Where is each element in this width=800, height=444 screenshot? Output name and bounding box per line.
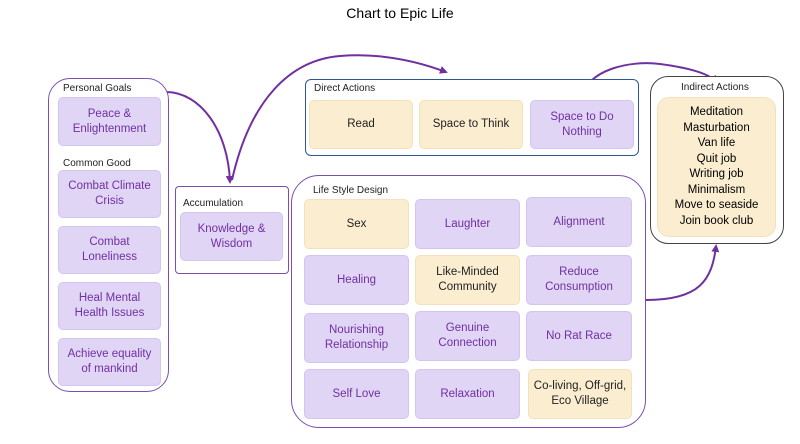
indirect-action-item: Meditation	[689, 106, 744, 118]
indirect-actions-card: Meditation Masturbation Van life Quit jo…	[657, 97, 776, 237]
indirect-actions-label: Indirect Actions	[681, 82, 749, 93]
life-style-card: Healing	[304, 255, 409, 305]
life-style-card: Alignment	[526, 197, 632, 247]
personal-goals-label: Personal Goals	[63, 83, 132, 94]
life-style-card: Like-Minded Community	[415, 255, 520, 305]
diagram-title: Chart to Epic Life	[346, 5, 454, 21]
arrow-lifestyle-to-indirect-actions	[645, 244, 720, 301]
life-style-card: Reduce Consumption	[526, 255, 632, 305]
direct-action-card: Space to Think	[419, 100, 523, 149]
direct-action-card: Read	[309, 100, 413, 149]
indirect-action-item: Van life	[697, 137, 736, 149]
indirect-action-item: Quit job	[696, 152, 737, 165]
common-good-label: Common Good	[63, 158, 131, 169]
indirect-action-item: Masturbation	[683, 121, 750, 134]
indirect-action-item: Writing job	[689, 168, 744, 180]
life-style-card: Nourishing Relationship	[304, 313, 409, 363]
accumulation-card: Knowledge & Wisdom	[180, 212, 283, 261]
life-style-card: Sex	[304, 199, 409, 249]
life-style-card: No Rat Race	[526, 311, 632, 361]
indirect-action-item: Join book club	[679, 214, 754, 227]
accumulation-label: Accumulation	[183, 198, 244, 209]
life-style-card: Relaxation	[415, 369, 520, 419]
life-style-design-label: Life Style Design	[313, 185, 389, 196]
indirect-action-item: Minimalism	[687, 183, 746, 196]
indirect-action-item: Move to seaside	[674, 199, 759, 211]
goal-card: Peace & Enlightenment	[58, 97, 161, 146]
life-style-card: Genuine Connection	[415, 311, 520, 361]
life-style-card: Self Love	[304, 369, 409, 419]
direct-actions-label: Direct Actions	[314, 83, 376, 94]
arrow-goals-to-accumulation	[165, 91, 234, 184]
life-style-card: Co-living, Off-grid, Eco Village	[528, 369, 632, 419]
common-good-card: Achieve equality of mankind	[58, 338, 161, 386]
direct-action-card: Space to Do Nothing	[530, 100, 634, 149]
common-good-card: Heal Mental Health Issues	[58, 282, 161, 330]
life-style-card: Laughter	[415, 199, 520, 249]
common-good-card: Combat Climate Crisis	[58, 170, 161, 218]
common-good-card: Combat Loneliness	[58, 226, 161, 274]
